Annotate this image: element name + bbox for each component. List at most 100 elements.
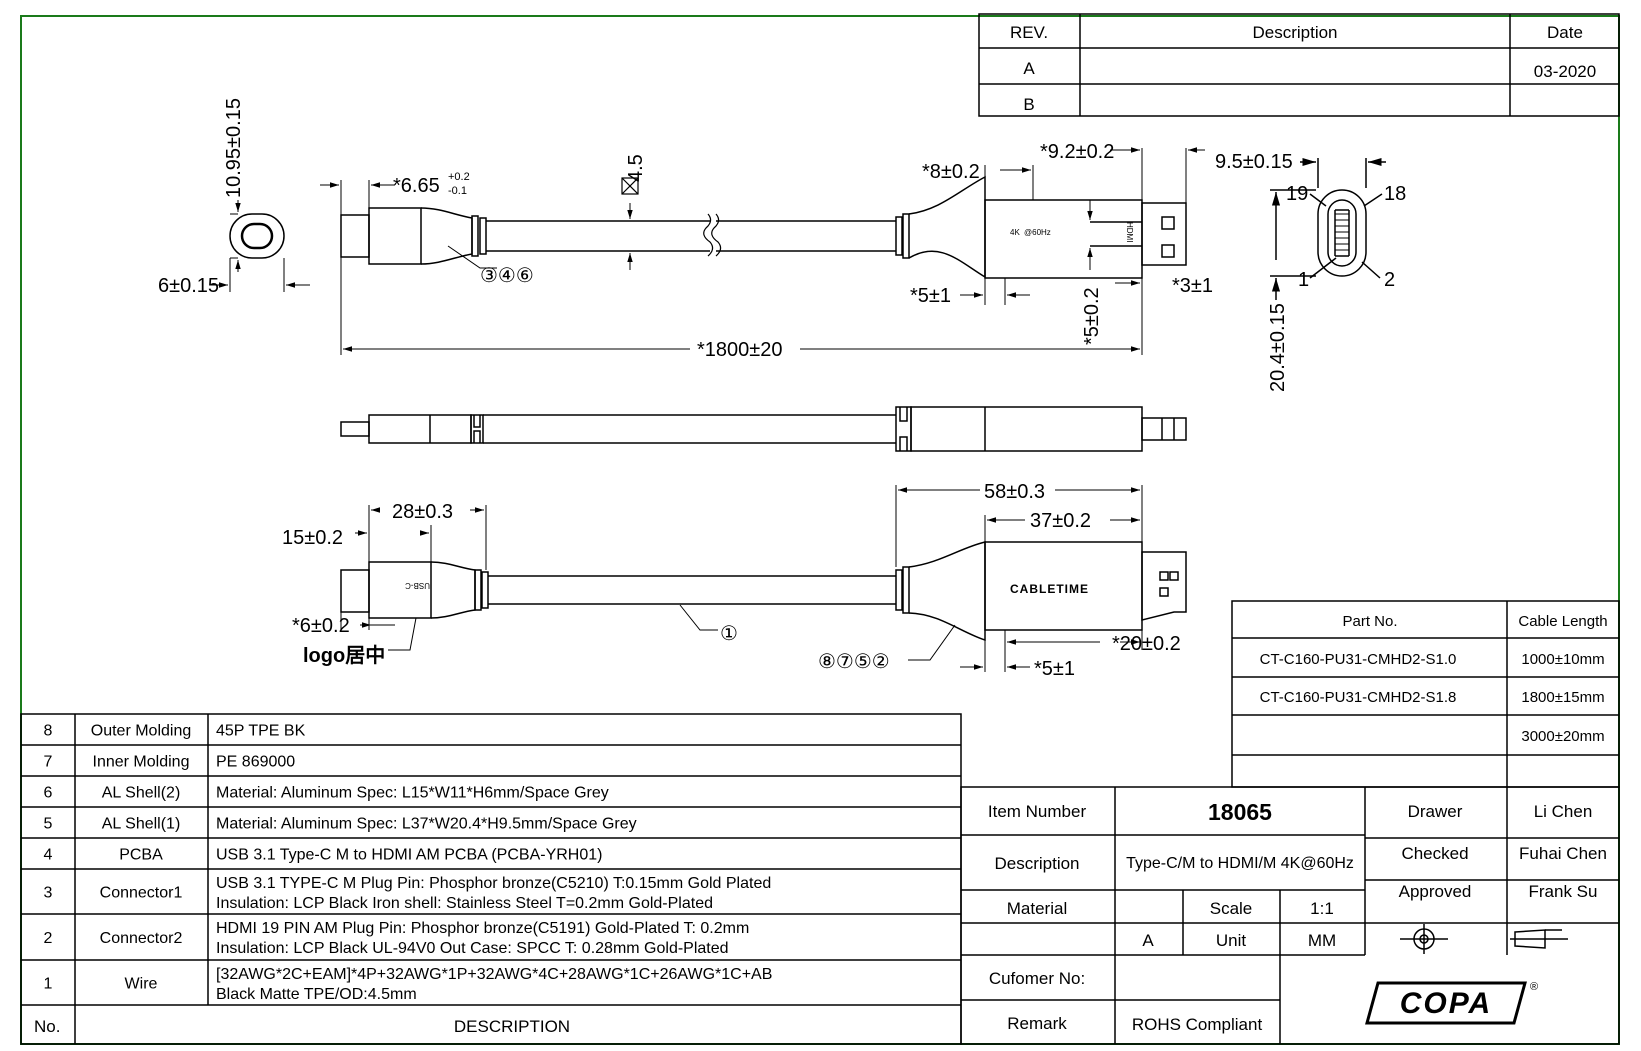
pin-19-label: 19: [1286, 183, 1308, 205]
bom-row-no: 8: [44, 723, 53, 740]
logo-center-note: logo居中: [303, 643, 385, 667]
dim-hdmi-step-2: *5±1: [1034, 658, 1075, 680]
customer-label: Cufomer No:: [989, 969, 1085, 988]
top-view-cable: [229, 175, 1187, 279]
bom-row-description: HDMI 19 PIN AM Plug Pin: Phosphor bronze…: [216, 920, 749, 937]
rev-description-header: Description: [1252, 23, 1337, 42]
hdmi-face-view: [1270, 157, 1386, 300]
dim-hdmi-plug-length: *20±0.2: [1112, 633, 1181, 655]
remark-value: ROHS Compliant: [1132, 1015, 1263, 1034]
dim-typec-molding: 15±0.2: [282, 527, 343, 549]
bom-row-no: 6: [44, 785, 53, 802]
pin-18-label: 18: [1384, 183, 1406, 205]
checked-label: Checked: [1401, 844, 1468, 863]
bom-row-no: 2: [44, 930, 53, 947]
bom-row-name: AL Shell(1): [102, 816, 181, 833]
bom-row-name: AL Shell(2): [102, 785, 181, 802]
hdmi-brand-mark: CABLETIME: [1010, 582, 1089, 596]
dim-hdmi-face-height: 20.4±0.15: [1267, 303, 1289, 392]
od-symbol-icon: [621, 177, 639, 195]
bom-row-description: USB 3.1 TYPE-C M Plug Pin: Phosphor bron…: [216, 875, 771, 892]
dim-typec-height: 10.95±0.15: [223, 98, 245, 198]
copa-logo: COPA ®: [1365, 981, 1538, 1025]
item-number-label: Item Number: [988, 802, 1087, 821]
item-number-value: 18065: [1208, 799, 1272, 825]
bom-footer-no: No.: [34, 1017, 60, 1036]
part-no-header: Part No.: [1342, 613, 1397, 630]
dim-plug-tol-lower: -0.1: [448, 185, 467, 197]
hdmi-side-logo: HDMI: [1125, 222, 1134, 242]
drawer-label: Drawer: [1408, 802, 1463, 821]
dim-cable-od: 4.5: [625, 154, 647, 182]
dim-typec-width: 6±0.15: [158, 275, 219, 297]
dim-typec-position: *6±0.2: [292, 615, 350, 637]
bom-row-no: 1: [44, 976, 53, 993]
drawer-value: Li Chen: [1534, 802, 1593, 821]
description-value: Type-C/M to HDMI/M 4K@60Hz: [1126, 855, 1354, 872]
sheet-value: A: [1142, 931, 1154, 950]
copa-logo-text: COPA: [1400, 987, 1492, 1020]
dim-typec-total: 28±0.3: [392, 501, 453, 523]
bom-row-description: PE 869000: [216, 754, 295, 771]
bom-row-description: [32AWG*2C+EAM]*4P+32AWG*1P+32AWG*4C+28AW…: [216, 966, 772, 983]
description-label: Description: [994, 854, 1079, 873]
bom-row-description: Material: Aluminum Spec: L37*W20.4*H9.5m…: [216, 816, 637, 833]
rev-date-header: Date: [1547, 23, 1583, 42]
bottom-view-dimension-lines: [340, 485, 1143, 672]
revision-table: [978, 13, 1620, 117]
dim-hdmi-vertical: *5±0.2: [1081, 287, 1103, 345]
scale-label: Scale: [1210, 899, 1253, 918]
side-view-cable: [340, 406, 1187, 452]
dim-hdmi-plug: *9.2±0.2: [1040, 141, 1114, 163]
material-label: Material: [1007, 899, 1067, 918]
bom-row-name: Inner Molding: [93, 754, 190, 771]
typec-face-outline: [229, 213, 285, 259]
bom-row-name: Connector1: [100, 885, 183, 902]
dim-hdmi-face-width: 9.5±0.15: [1215, 151, 1293, 173]
rev-a: A: [1023, 59, 1035, 78]
bom-row-description: 45P TPE BK: [216, 723, 306, 740]
callout-typec-parts: ③④⑥: [480, 265, 534, 287]
dim-plug-tol-upper: +0.2: [448, 171, 470, 183]
typec-body-label: USB-C: [405, 581, 430, 590]
dim-plug-width: *6.65: [393, 175, 440, 197]
pin-1-label: 1: [1298, 269, 1309, 291]
bom-row-description: USB 3.1 Type-C M to HDMI AM PCBA (PCBA-Y…: [216, 847, 602, 864]
scale-value: 1:1: [1310, 899, 1334, 918]
pin-2-label: 2: [1384, 269, 1395, 291]
remark-label: Remark: [1007, 1014, 1067, 1033]
rev-b: B: [1023, 95, 1034, 114]
hdmi-60hz-mark: @60Hz: [1024, 228, 1051, 237]
dim-hdmi-overmold: *8±0.2: [922, 161, 980, 183]
length-2: 1800±15mm: [1521, 689, 1604, 706]
bom-footer-description: DESCRIPTION: [454, 1017, 570, 1036]
dim-hdmi-step-right: *3±1: [1172, 275, 1213, 297]
unit-label: Unit: [1216, 931, 1247, 950]
bom-row-description: Material: Aluminum Spec: L15*W11*H6mm/Sp…: [216, 785, 609, 802]
bom-row-name: PCBA: [119, 847, 163, 864]
approved-value: Frank Su: [1529, 882, 1598, 901]
rev-header: REV.: [1010, 23, 1048, 42]
unit-value: MM: [1308, 931, 1336, 950]
bom-row-description: Insulation: LCP Black UL-94V0 Out Case: …: [216, 940, 729, 957]
bom-row-description: Black Matte TPE/OD:4.5mm: [216, 986, 417, 1003]
part-no-2: CT-C160-PU31-CMHD2-S1.8: [1260, 689, 1457, 706]
hdmi-4k-mark: 4K: [1010, 228, 1020, 237]
first-angle-projection-icon: [1400, 924, 1448, 954]
length-3: 3000±20mm: [1521, 728, 1604, 745]
cone-projection-icon: [1510, 929, 1568, 949]
bom-row-no: 7: [44, 754, 53, 771]
dim-hdmi-total: 58±0.3: [984, 481, 1045, 503]
dim-hdmi-molding: 37±0.2: [1030, 510, 1091, 532]
length-1: 1000±10mm: [1521, 651, 1604, 668]
typec-face-inner: [240, 222, 274, 250]
bom-row-no: 4: [44, 847, 53, 864]
rev-a-date: 03-2020: [1534, 62, 1596, 81]
callout-hdmi-parts: ⑧⑦⑤②: [818, 651, 890, 673]
bom-row-name: Connector2: [100, 930, 183, 947]
approved-label: Approved: [1399, 882, 1472, 901]
bom-row-no: 5: [44, 816, 53, 833]
dim-total-length: *1800±20: [697, 339, 783, 361]
